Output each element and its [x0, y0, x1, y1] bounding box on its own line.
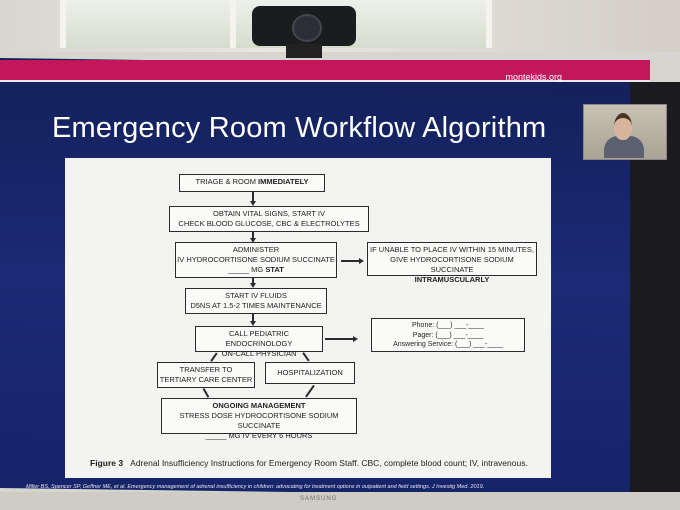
flowchart-text: ON-CALL PHYSICIAN	[221, 349, 297, 358]
citation: Miller BS, Spencer SP, Geffner ME, et al…	[26, 484, 485, 490]
flowchart-text: _____ MG IV EVERY 6 HOURS	[205, 431, 313, 440]
flowchart-text: TRANSFER TO	[179, 365, 233, 374]
flowchart-text: _____ MG	[228, 265, 266, 274]
slide-title: Emergency Room Workflow Algorithm	[52, 112, 547, 144]
participant-head	[614, 113, 632, 140]
box-triage: TRIAGE & ROOM IMMEDIATELY	[179, 174, 325, 192]
arrowhead-icon	[353, 336, 358, 342]
flowchart-text: Phone: (___) ___-____	[412, 322, 484, 329]
flowchart-text: D5NS AT 1.5-2 TIMES MAINTENANCE	[190, 301, 322, 310]
figure-caption: Figure 3 Adrenal Insufficiency Instructi…	[90, 458, 528, 468]
flowchart-text: STRESS DOSE HYDROCORTISONE SODIUM SUCCIN…	[179, 411, 339, 430]
flowchart-text: START IV FLUIDS	[225, 291, 287, 300]
webcam-lens-icon	[292, 14, 322, 42]
box-transfer: TRANSFER TO TERTIARY CARE CENTER	[157, 362, 255, 388]
participant-body	[604, 136, 644, 158]
flowchart-text: Pager: (___) ___-____	[412, 331, 484, 339]
connector-line	[252, 232, 254, 239]
flowchart-figure: TRIAGE & ROOM IMMEDIATELY OBTAIN VITAL S…	[65, 158, 551, 478]
monitor-bottom-bezel	[0, 492, 680, 510]
arrowhead-icon	[250, 321, 256, 326]
flowchart-text: ADMINISTER	[232, 245, 280, 254]
flowchart-text: TRIAGE & ROOM	[195, 177, 259, 186]
flowchart-text: GIVE HYDROCORTISONE SODIUM SUCCINATE	[390, 255, 514, 274]
flowchart-text: Adrenal Insufficiency Instructions for E…	[130, 458, 528, 468]
box-vital-signs: OBTAIN VITAL SIGNS, START IV CHECK BLOOD…	[169, 206, 369, 232]
arrowhead-icon	[250, 201, 256, 206]
connector-line	[252, 314, 254, 322]
box-intramuscular: IF UNABLE TO PLACE IV WITHIN 15 MINUTES,…	[367, 242, 537, 284]
flowchart-text: IV HYDROCORTISONE SODIUM SUCCINATE	[177, 255, 335, 264]
flowchart-text: ONGOING MANAGEMENT	[212, 401, 306, 410]
flowchart-text: Answering Service: (___) ___-____	[393, 341, 503, 348]
webcam-mount	[286, 44, 322, 58]
arrowhead-icon	[359, 258, 364, 264]
flowchart-text: CHECK BLOOD GLUCOSE, CBC & ELECTROLYTES	[178, 219, 360, 228]
box-call-endocrinology: CALL PEDIATRIC ENDOCRINOLOGY ON-CALL PHY…	[195, 326, 323, 358]
connector-line	[325, 338, 353, 340]
box-ongoing-management: ONGOING MANAGEMENT STRESS DOSE HYDROCORT…	[161, 398, 357, 440]
flowchart-text: Figure 3	[90, 458, 124, 468]
box-hospitalization: HOSPITALIZATION	[265, 362, 355, 384]
arrowhead-icon	[250, 238, 256, 243]
box-contact-info: Phone: (___) ___-____ Pager: (___) ___-_…	[371, 318, 525, 352]
connector-line	[305, 384, 315, 398]
arrowhead-icon	[250, 283, 256, 288]
connector-line	[252, 192, 254, 202]
flowchart-text: OBTAIN VITAL SIGNS, START IV	[213, 209, 325, 218]
flowchart-text: CALL PEDIATRIC ENDOCRINOLOGY	[225, 329, 293, 348]
flowchart-text: TERTIARY CARE CENTER	[159, 375, 253, 384]
connector-line	[341, 260, 359, 262]
box-administer: ADMINISTER IV HYDROCORTISONE SODIUM SUCC…	[175, 242, 337, 278]
flowchart-text: INTRAMUSCULARLY	[414, 275, 490, 284]
brand-url: montekids.org	[505, 72, 562, 82]
flowchart-text: STAT	[265, 265, 284, 274]
connector-line	[252, 278, 254, 284]
flowchart-text: INTRAMUSCULARLY	[368, 275, 536, 285]
slide-accent-bar	[0, 60, 650, 80]
connector-line	[202, 388, 209, 398]
flowchart-text: HOSPITALIZATION	[277, 368, 343, 377]
slide-accent-line	[0, 80, 650, 82]
flowchart-text: IF UNABLE TO PLACE IV WITHIN 15 MINUTES,	[370, 245, 534, 254]
monitor-brand-logo: SAMSUNG	[300, 496, 338, 502]
window-frame	[230, 0, 236, 48]
flowchart-text: _____ MG STAT	[176, 265, 336, 275]
flowchart-text: IMMEDIATELY	[258, 177, 309, 186]
box-iv-fluids: START IV FLUIDS D5NS AT 1.5-2 TIMES MAIN…	[185, 288, 327, 314]
flowchart-text: ONGOING MANAGEMENT	[162, 401, 356, 411]
